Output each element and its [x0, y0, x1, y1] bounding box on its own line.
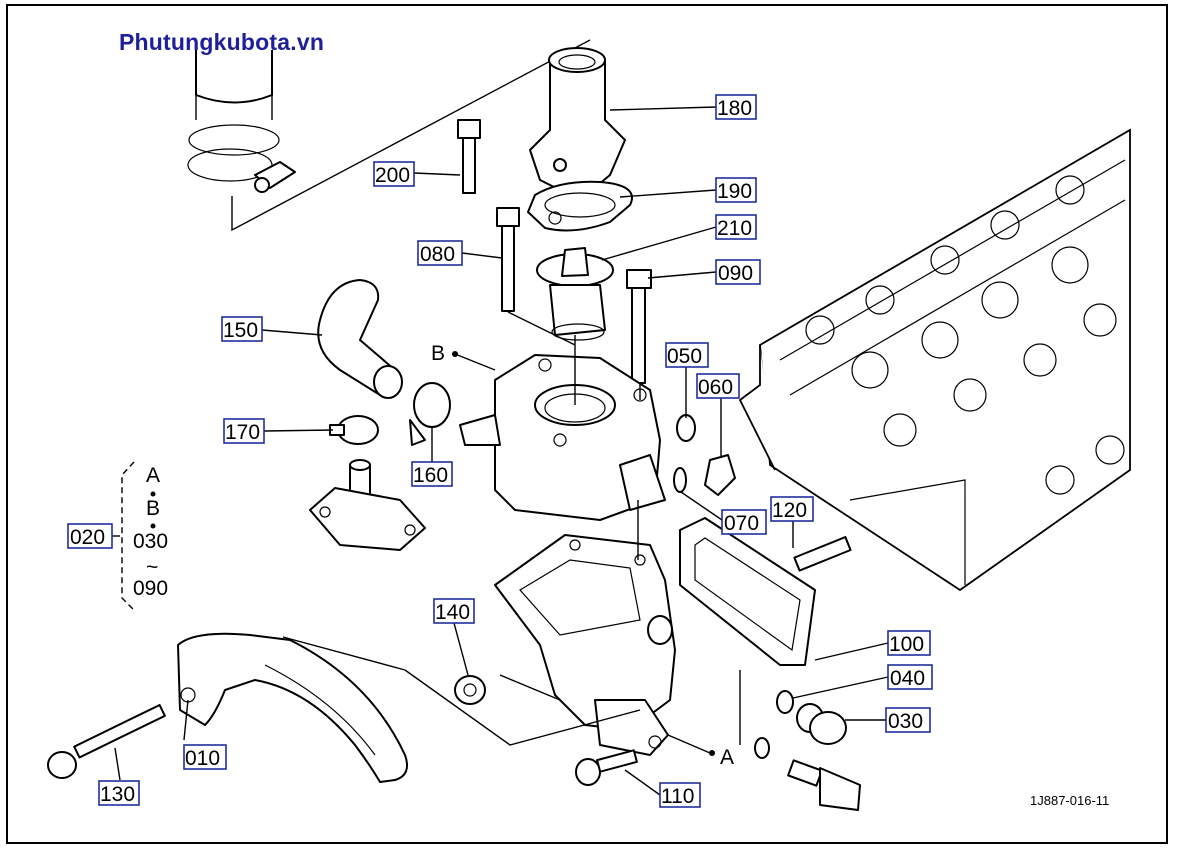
callout-110-text: 110 [661, 785, 694, 808]
bracket-line-5: 090 [133, 577, 168, 600]
bracket-line-2: B [146, 497, 160, 520]
washer-070-drawing [673, 467, 687, 493]
callout-100-text: 100 [889, 633, 924, 656]
callout-060[interactable]: 060 [696, 373, 740, 399]
assembly-bracket: A B 030 ~ 090 [110, 461, 168, 611]
callout-080-text: 080 [420, 243, 455, 266]
lower-housing-drawing [494, 534, 676, 756]
plug-050-drawing [676, 414, 696, 442]
callout-120-text: 120 [772, 499, 807, 522]
bracket-line-3: 030 [133, 530, 168, 553]
cylinder-head-drawing [738, 128, 1131, 592]
thermostat-cover-drawing [529, 47, 626, 201]
ref-label-a: A [720, 746, 734, 769]
callout-100[interactable]: 100 [887, 630, 931, 656]
leader-lines [114, 106, 889, 796]
drawing-code: 1J887-016-11 [1030, 793, 1110, 808]
callout-200-text: 200 [375, 164, 410, 187]
callout-090-text: 090 [718, 262, 753, 285]
nut-140-drawing [454, 675, 486, 705]
callout-070[interactable]: 070 [721, 509, 767, 535]
callout-150[interactable]: 150 [221, 316, 263, 342]
callout-140[interactable]: 140 [433, 598, 475, 624]
callout-210-text: 210 [717, 217, 752, 240]
bypass-hose-drawing [317, 279, 403, 399]
callout-160-text: 160 [413, 464, 448, 487]
bolt-080-drawing [496, 207, 520, 312]
gasket-100-drawing [679, 517, 816, 666]
gasket-drawing [527, 180, 633, 232]
bolt-200-drawing [457, 119, 481, 194]
hose-clamp-drawing [187, 50, 296, 193]
plug-060-drawing [704, 454, 736, 496]
callout-140-text: 140 [435, 601, 470, 624]
callout-110[interactable]: 110 [659, 782, 701, 808]
temp-sensor-drawing [754, 737, 861, 811]
callout-070-text: 070 [724, 512, 759, 535]
callout-180-text: 180 [717, 97, 752, 120]
callout-150-text: 150 [223, 319, 258, 342]
callout-210[interactable]: 210 [715, 214, 757, 240]
callout-130-text: 130 [100, 783, 135, 806]
bolt-090-drawing [626, 269, 652, 384]
callout-020-text: 020 [70, 526, 105, 549]
callout-010-text: 010 [185, 747, 220, 770]
callout-040-text: 040 [890, 667, 925, 690]
thermostat-drawing [536, 247, 614, 341]
callout-200[interactable]: 200 [373, 161, 415, 187]
bracket-line-1: A [146, 464, 160, 487]
bolt-130-drawing [47, 704, 166, 779]
callout-190-text: 190 [717, 180, 752, 203]
callout-050-text: 050 [667, 345, 702, 368]
callout-040[interactable]: 040 [887, 664, 933, 690]
callout-050[interactable]: 050 [665, 342, 709, 368]
plug-030-drawing [796, 703, 847, 745]
callout-030-text: 030 [888, 710, 923, 733]
callout-180[interactable]: 180 [715, 94, 757, 120]
callout-170-text: 170 [225, 421, 260, 444]
watermark-text: Phutungkubota.vn [119, 29, 325, 55]
callout-030[interactable]: 030 [885, 707, 931, 733]
bracket-line-4: ~ [146, 556, 158, 579]
ref-dot-a [709, 750, 715, 756]
callout-160[interactable]: 160 [411, 461, 453, 487]
callout-170[interactable]: 170 [223, 418, 265, 444]
washer-040-drawing [776, 690, 794, 714]
callout-090[interactable]: 090 [715, 259, 761, 285]
callout-080[interactable]: 080 [417, 240, 463, 266]
bypass-pipe-drawing [309, 459, 426, 551]
diagram-border [6, 4, 1168, 844]
stud-120-drawing [793, 536, 852, 572]
ref-dot-b [452, 351, 458, 357]
callout-020[interactable]: 020 [67, 523, 113, 549]
water-flange-drawing [459, 354, 666, 521]
clamp-160-drawing [409, 382, 451, 446]
callout-010[interactable]: 010 [183, 744, 227, 770]
bolt-110-drawing [575, 749, 638, 786]
clamp-170-drawing [329, 415, 379, 445]
callout-060-text: 060 [698, 376, 733, 399]
callout-130[interactable]: 130 [98, 780, 140, 806]
ref-label-b: B [431, 342, 445, 365]
hose-guide-lines [195, 39, 591, 232]
callout-120[interactable]: 120 [770, 496, 814, 522]
callout-190[interactable]: 190 [715, 177, 757, 203]
